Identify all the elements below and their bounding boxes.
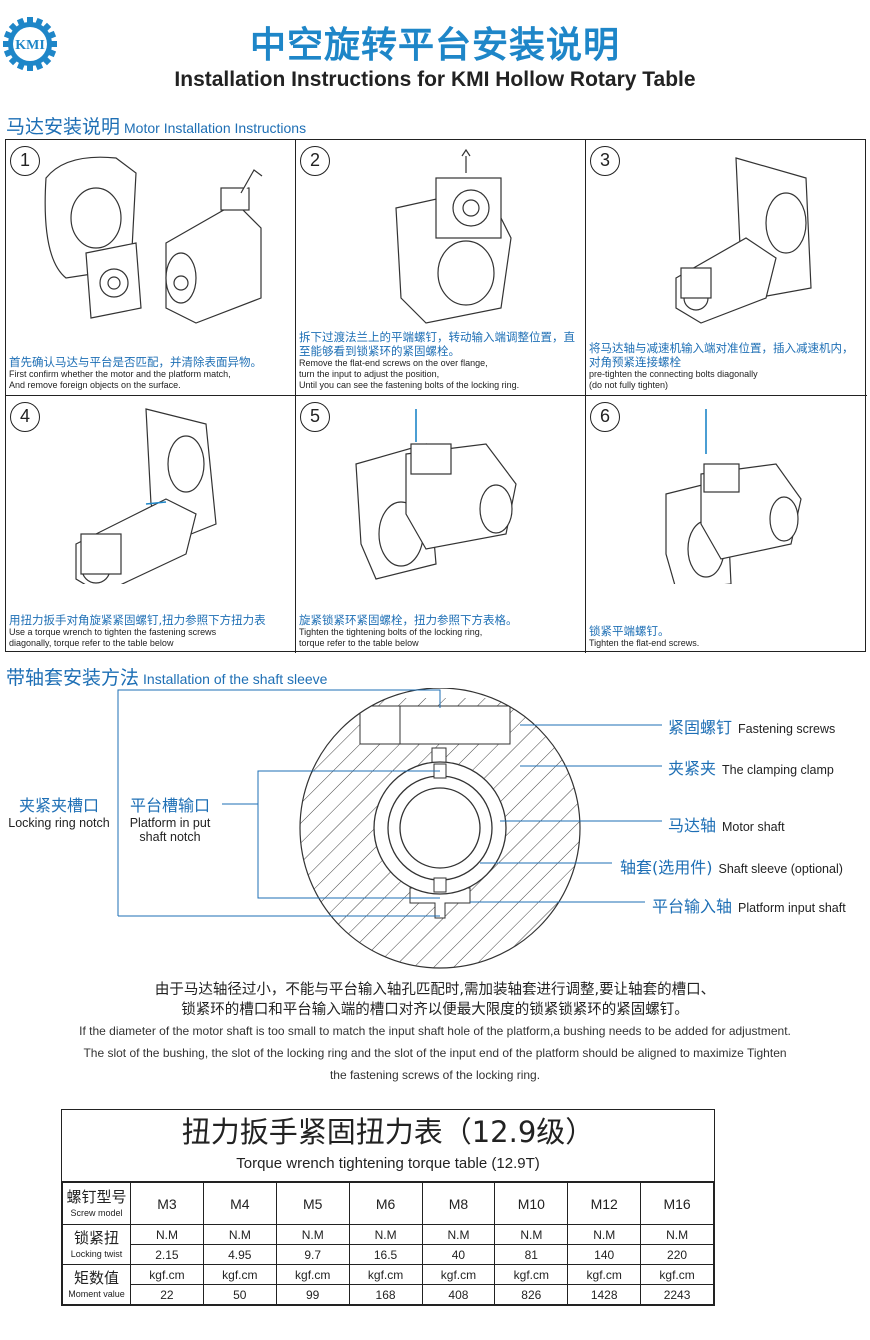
step-4-illustration: [75, 408, 217, 584]
step-number: 5: [300, 402, 330, 432]
table-cell: 408: [421, 1284, 496, 1305]
step-4-caption: 用扭力扳手对角旋紧紧固螺钉,扭力参照下方扭力表 Use a torque wre…: [9, 613, 266, 648]
table-cell: 140: [567, 1244, 642, 1265]
torque-table-header: 扭力扳手紧固扭力表（12.9级） Torque wrench tightenin…: [62, 1110, 714, 1182]
step-4: 4 用扭力扳手对角旋紧紧固螺钉,扭力参照下方扭力表 Use a torque w…: [6, 396, 296, 653]
table-cell: 50: [202, 1284, 277, 1305]
step-3-caption: 将马达轴与减速机输入端对准位置，插入减速机内，对角预紧连接螺栓 pre-tigh…: [589, 341, 854, 390]
table-row: 2.15 4.95 9.7 16.5 40 81 140 220: [63, 1244, 714, 1265]
step-number: 6: [590, 402, 620, 432]
label-shaft-sleeve: 轴套(选用件)Shaft sleeve (optional): [620, 858, 843, 877]
row-header-locking-twist: 锁紧扭 Locking twist: [62, 1224, 131, 1265]
row-header-moment-value: 矩数值 Moment value: [62, 1264, 131, 1305]
table-cell: 220: [640, 1244, 714, 1265]
step-number: 4: [10, 402, 40, 432]
table-cell: 9.7: [275, 1244, 350, 1265]
step-1: 1 首先确认马达与平台是否匹配，并清除表面异物。 First confirm w…: [6, 140, 296, 396]
step-5: 5 旋紧锁紧环紧固螺栓，扭力参照下方表格。 Tighten the tighte…: [296, 396, 586, 653]
table-cell: M12: [567, 1182, 642, 1225]
label-platform-notch: 平台槽输口 Platform in put shaft notch: [129, 796, 211, 844]
table-cell: N.M: [202, 1224, 277, 1245]
table-row: 锁紧扭 Locking twist N.M N.M N.M N.M N.M N.…: [62, 1224, 714, 1265]
table-cell: 4.95: [202, 1244, 277, 1265]
table-cell: 2243: [640, 1284, 714, 1305]
page-title-en: Installation Instructions for KMI Hollow…: [174, 68, 696, 91]
table-cell: M16: [640, 1182, 714, 1225]
table-cell: N.M: [348, 1224, 423, 1245]
table-cell: 1428: [567, 1284, 642, 1305]
page-title-cn: 中空旋转平台安装说明: [249, 25, 620, 66]
table-cell: N.M: [130, 1224, 204, 1245]
step-3-illustration: [675, 157, 812, 324]
table-row: 螺钉型号 Screw model M3 M4 M5 M6 M8 M10 M12 …: [62, 1182, 714, 1225]
step-1-caption: 首先确认马达与平台是否匹配，并清除表面异物。 First confirm whe…: [9, 355, 262, 390]
sleeve-explanation: 由于马达轴径过小，不能与平台输入轴孔匹配时,需加装轴套进行调整,要让轴套的槽口、…: [79, 982, 791, 1082]
table-cell: kgf.cm: [202, 1264, 277, 1285]
shaft-sleeve-cross-section: [117, 688, 662, 969]
table-row: 22 50 99 168 408 826 1428 2243: [63, 1284, 714, 1305]
table-cell: 22: [130, 1284, 204, 1305]
table-cell: M3: [130, 1182, 204, 1225]
table-cell: M6: [348, 1182, 423, 1225]
table-cell: 81: [494, 1244, 569, 1265]
step-6-illustration: [665, 409, 802, 584]
step-1-illustration: [44, 156, 263, 324]
step-6: 6 锁紧平端螺钉。 Tighten the flat-end screws.: [586, 396, 867, 653]
table-cell: N.M: [275, 1224, 350, 1245]
table-cell: kgf.cm: [494, 1264, 569, 1285]
table-cell: N.M: [494, 1224, 569, 1245]
table-cell: 99: [275, 1284, 350, 1305]
table-row: 矩数值 Moment value kgf.cm kgf.cm kgf.cm kg…: [62, 1264, 714, 1305]
svg-text:KMI: KMI: [15, 38, 45, 53]
step-6-caption: 锁紧平端螺钉。 Tighten the flat-end screws.: [589, 624, 700, 648]
table-cell: N.M: [567, 1224, 642, 1245]
table-cell: 40: [421, 1244, 496, 1265]
step-3: 3 将马达轴与减速机输入端对准位置，插入减速机内，对角预紧连接螺栓 pre-ti…: [586, 140, 867, 396]
kmi-logo: KMI: [3, 17, 57, 71]
table-cell: M5: [275, 1182, 350, 1225]
step-5-caption: 旋紧锁紧环紧固螺栓，扭力参照下方表格。 Tighten the tighteni…: [299, 613, 518, 648]
table-cell: N.M: [421, 1224, 496, 1245]
step-2-illustration: [395, 148, 512, 324]
table-cell: kgf.cm: [275, 1264, 350, 1285]
table-cell: kgf.cm: [421, 1264, 496, 1285]
step-number: 1: [10, 146, 40, 176]
torque-table: 扭力扳手紧固扭力表（12.9级） Torque wrench tightenin…: [61, 1109, 715, 1306]
table-cell: 2.15: [130, 1244, 204, 1265]
table-cell: 826: [494, 1284, 569, 1305]
table-cell: kgf.cm: [640, 1264, 714, 1285]
step-5-illustration: [355, 409, 517, 580]
torque-values-table: 螺钉型号 Screw model M3 M4 M5 M6 M8 M10 M12 …: [62, 1182, 714, 1305]
step-number: 2: [300, 146, 330, 176]
table-cell: kgf.cm: [130, 1264, 204, 1285]
table-cell: 16.5: [348, 1244, 423, 1265]
table-cell: N.M: [640, 1224, 714, 1245]
install-steps-grid: 1 首先确认马达与平台是否匹配，并清除表面异物。 First confirm w…: [5, 139, 867, 653]
table-cell: M10: [494, 1182, 569, 1225]
table-cell: 168: [348, 1284, 423, 1305]
step-2: 2 拆下过渡法兰上的平端螺钉，转动输入端调整位置，直至能够看到锁紧环的紧固螺栓。…: [296, 140, 586, 396]
table-cell: kgf.cm: [567, 1264, 642, 1285]
table-cell: M4: [202, 1182, 277, 1225]
step-number: 3: [590, 146, 620, 176]
row-header-screw-model: 螺钉型号 Screw model: [62, 1182, 131, 1225]
table-cell: kgf.cm: [348, 1264, 423, 1285]
step-2-caption: 拆下过渡法兰上的平端螺钉，转动输入端调整位置，直至能够看到锁紧环的紧固螺栓。 R…: [299, 330, 575, 390]
table-cell: M8: [421, 1182, 496, 1225]
